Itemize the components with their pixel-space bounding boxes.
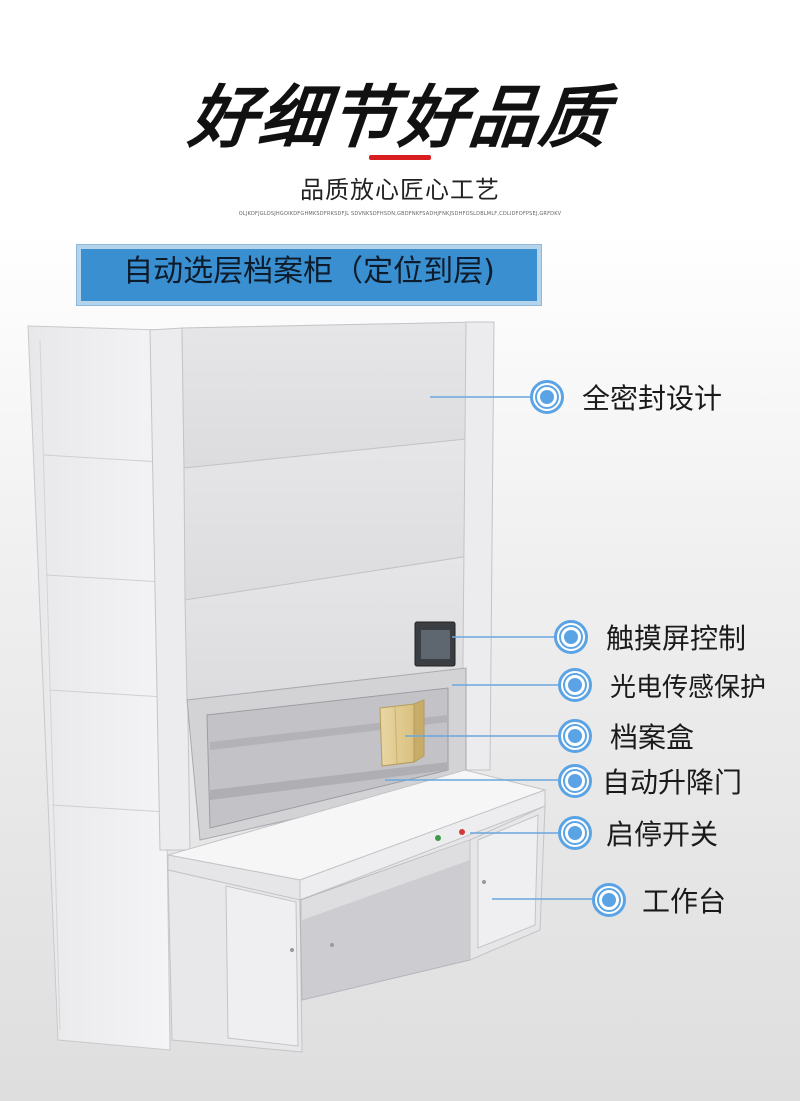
target-dot-icon xyxy=(592,883,626,917)
workbench-right-door xyxy=(477,814,539,949)
target-dot-icon xyxy=(558,719,592,753)
callout-archive-box: 档案盒 xyxy=(558,716,694,756)
target-dot-icon xyxy=(558,668,592,702)
page-subtitle: 品质放心匠心工艺 xyxy=(300,176,500,204)
product-name-label: 自动选层档案柜（定位到层) xyxy=(123,254,495,289)
stop-switch xyxy=(459,829,465,835)
callout-start-stop-switch: 启停开关 xyxy=(558,813,718,853)
callout-label: 自动升降门 xyxy=(602,766,743,799)
callout-label: 档案盒 xyxy=(610,721,695,754)
callout-label: 光电传感保护 xyxy=(610,672,767,703)
cabinet-left-side xyxy=(27,325,171,1051)
callout-workbench: 工作台 xyxy=(592,880,726,920)
target-dot-icon xyxy=(558,764,592,798)
product-name-banner-inner xyxy=(81,249,537,301)
callout-label: 全密封设计 xyxy=(582,382,723,415)
workbench-left-door xyxy=(225,885,299,1047)
callout-label: 启停开关 xyxy=(606,818,719,851)
callout-auto-door: 自动升降门 xyxy=(558,761,742,801)
target-dot-icon xyxy=(530,380,564,414)
callout-label: 工作台 xyxy=(642,885,727,918)
callout-full-seal: 全密封设计 xyxy=(530,377,722,417)
target-dot-icon xyxy=(558,816,592,850)
callout-label: 触摸屏控制 xyxy=(606,622,747,655)
touch-screen-display xyxy=(421,630,450,659)
cabinet-right-pillar xyxy=(461,321,495,771)
product-name-banner: 自动选层档案柜（定位到层) xyxy=(76,244,542,306)
archive-box-side xyxy=(413,699,425,763)
callout-photoelectric-protection: 光电传感保护 xyxy=(558,665,766,705)
target-dot-icon xyxy=(554,620,588,654)
cabinet-inner-floor xyxy=(210,762,448,800)
title-accent-line xyxy=(369,155,431,160)
start-switch xyxy=(435,835,441,841)
callout-touch-screen: 触摸屏控制 xyxy=(554,617,746,657)
fine-print: OLJKDFJGLDSJHGOIKDFGHMKSDFRKSDFJL SDVNKS… xyxy=(238,211,562,217)
